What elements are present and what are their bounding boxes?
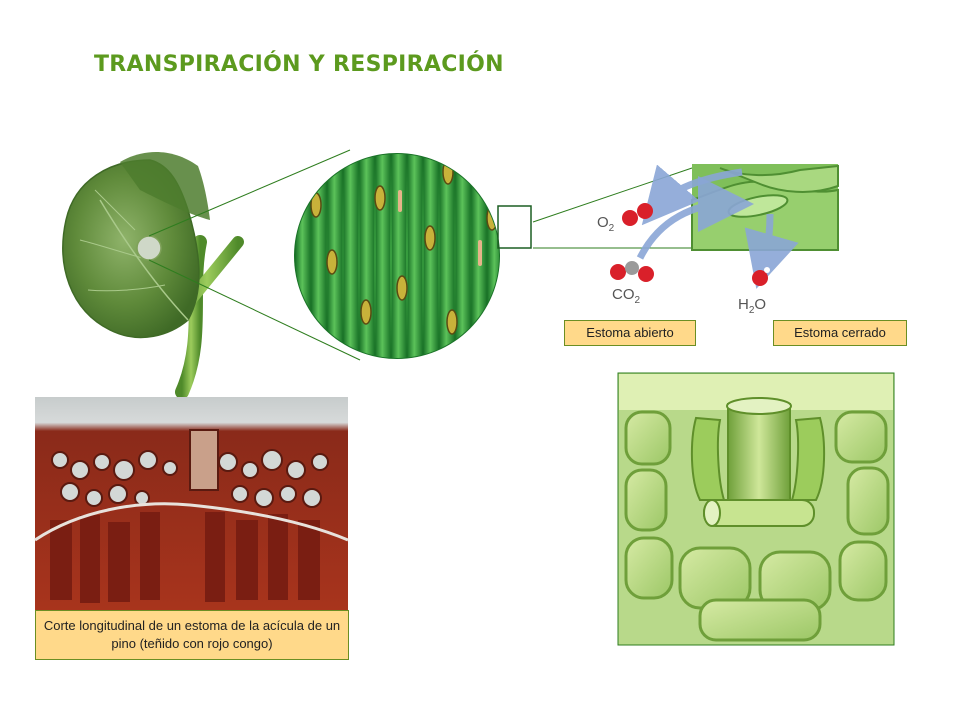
micrograph-image bbox=[34, 397, 349, 610]
h2o-label: H2O bbox=[738, 296, 767, 316]
stoma-closeup bbox=[636, 164, 839, 289]
leaf-illustration bbox=[62, 152, 244, 399]
micrograph-caption: Corte longitudinal de un estoma de la ac… bbox=[35, 610, 349, 660]
o2-label: O2 bbox=[597, 214, 615, 234]
zoom-box bbox=[497, 205, 532, 249]
h2o-molecule bbox=[752, 267, 770, 286]
open-stoma-label: Estoma abierto bbox=[564, 320, 696, 346]
o2-molecule bbox=[622, 203, 653, 226]
epidermis-magnified bbox=[294, 153, 532, 359]
co2-molecule bbox=[610, 261, 654, 282]
magnify-spot bbox=[136, 235, 162, 261]
co2-label: CO2 bbox=[612, 286, 641, 306]
page-title: TRANSPIRACIÓN Y RESPIRACIÓN bbox=[94, 52, 504, 77]
closed-stoma-label: Estoma cerrado bbox=[773, 320, 907, 346]
stoma-section-illustration bbox=[617, 372, 895, 646]
